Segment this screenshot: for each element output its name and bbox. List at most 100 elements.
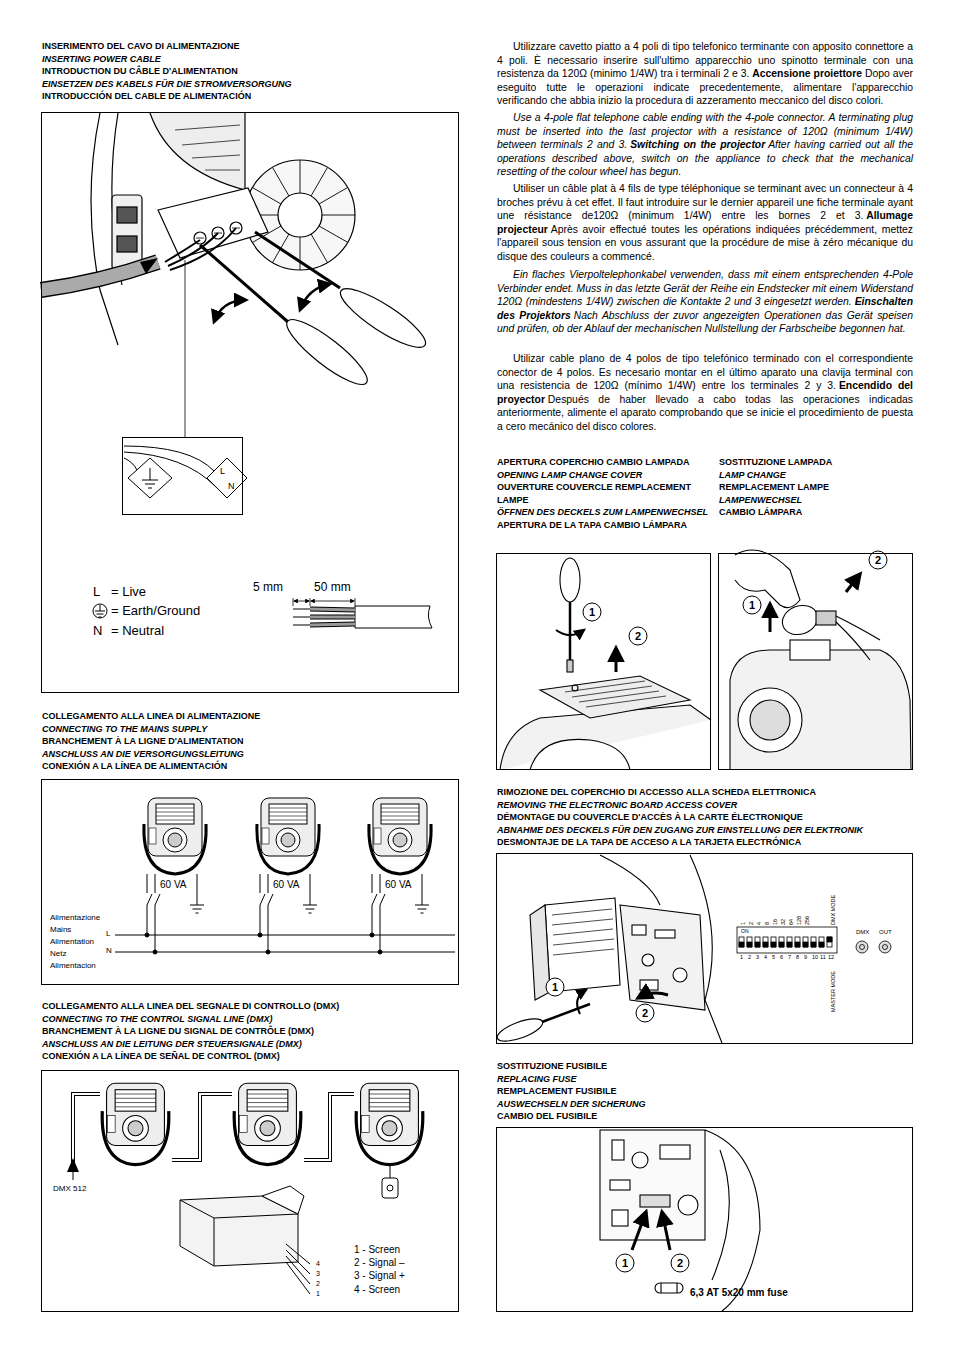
legend-text: N	[93, 624, 102, 639]
section-heading: INSERIMENTO DEL CAVO DI ALIMENTAZIONE	[42, 40, 468, 53]
board-cover-illustration	[642, 954, 654, 966]
dip-value: 2	[749, 922, 755, 925]
mains-label: Mains	[50, 925, 71, 934]
mains-wiring	[370, 933, 374, 937]
callout-number: 1	[743, 598, 761, 612]
dip-value: 8	[765, 922, 771, 925]
section-heading: APERTURA DE LA TAPA CAMBIO LÁMPARA	[497, 519, 720, 532]
section-heading: RIMOZIONE DEL COPERCHIO DI ACCESSO ALLA …	[497, 786, 922, 799]
switch-number: 3	[756, 954, 759, 960]
mains-label: Alimentazione	[50, 913, 100, 922]
callout-number: 1	[583, 605, 601, 619]
instruction-text: Après avoir effectué toutes les opératio…	[497, 224, 913, 262]
projector-illustration	[158, 188, 268, 258]
mains-wiring	[260, 874, 317, 952]
dmx-wiring	[387, 1185, 393, 1191]
pin-number: 2	[316, 1280, 320, 1288]
legend-text: = Live	[111, 585, 146, 600]
dip-value: 32	[781, 919, 787, 925]
power-rating: 60 VA	[160, 879, 187, 891]
power-rating: 60 VA	[385, 879, 412, 891]
fuse-illustration	[612, 1210, 628, 1226]
dmx-wiring	[73, 1172, 74, 1180]
heading-block: RIMOZIONE DEL COPERCHIO DI ACCESSO ALLA …	[497, 786, 922, 849]
cable-strip	[293, 598, 355, 606]
cable-strip	[293, 609, 310, 625]
dip-value: 4	[757, 922, 763, 925]
switch-number: 11	[820, 954, 826, 960]
connector-label: OUT	[879, 929, 892, 936]
fuse-illustration	[662, 1212, 670, 1250]
pin-label: 1 - Screen	[354, 1244, 400, 1256]
switch-number: 8	[796, 954, 799, 960]
board-cover-illustration	[495, 855, 722, 1046]
dip-value: 256	[805, 916, 811, 925]
board-cover-illustration	[673, 968, 687, 982]
cable-strip	[293, 598, 432, 628]
pin-label: 2 - Signal –	[354, 1257, 405, 1269]
section-heading: ABNAHME DES DECKELS FÜR DEN ZUGANG ZUR E…	[497, 824, 922, 837]
lamp-cover-illustration	[567, 660, 573, 672]
projector-illustration	[200, 245, 288, 322]
mains-label: Netz	[50, 949, 66, 958]
dmx-wiring	[180, 1200, 298, 1266]
pin-number: 1	[316, 1290, 320, 1298]
instruction-text: Después de haber llevado a cabo todas la…	[497, 394, 913, 432]
switch-number: 12	[828, 954, 834, 960]
projector-illustration	[165, 228, 236, 270]
lamp-cover-illustration	[615, 648, 618, 672]
switch-label: ON	[741, 929, 749, 935]
section-heading: INSERTING POWER CABLE	[42, 53, 468, 66]
callout-number: 2	[671, 1256, 689, 1270]
fuse-illustration	[660, 1145, 690, 1159]
section-heading: BRANCHEMENT À LA LIGNE D'ALIMENTATION	[42, 735, 468, 748]
section-heading: CONEXIÓN A LA LÍNEA DE ALIMENTACIÓN	[42, 760, 468, 773]
projector-illustration	[245, 160, 355, 270]
projector-illustration	[300, 284, 330, 310]
lamp-change-illustration	[816, 611, 836, 625]
connector-label: DMX	[856, 929, 869, 936]
section-heading: CONNECTING TO THE MAINS SUPPLY	[42, 723, 468, 736]
figure-frame: SOSTITUZIONE LAMPADALAMP CHANGEREMPLACEM…	[718, 553, 913, 770]
section-heading: COLLEGAMENTO ALLA LINEA DEL SEGNALE DI C…	[42, 1000, 468, 1013]
mains-wiring	[258, 933, 262, 937]
earth-symbol	[93, 604, 107, 618]
dmx-wiring	[73, 1094, 354, 1172]
heading-block: INSERIMENTO DEL CAVO DI ALIMENTAZIONEINS…	[42, 40, 468, 103]
section-heading: DESMONTAJE DE LA TAPA DE ACCESO A LA TAR…	[497, 836, 922, 849]
signal-label: DMX 512	[53, 1184, 86, 1193]
dmx-wiring	[67, 1083, 423, 1294]
projector-illustration	[140, 258, 158, 274]
callout-number: 2	[869, 553, 887, 567]
projector-illustration	[150, 113, 245, 190]
mains-wiring	[115, 798, 455, 954]
cable-strip	[294, 601, 309, 602]
power-rating: 60 VA	[273, 879, 300, 891]
callout-circle	[671, 1254, 689, 1272]
lamp-cover-illustration	[556, 630, 584, 635]
heading-block: COLLEGAMENTO ALLA LINEA DEL SEGNALE DI C…	[42, 1000, 468, 1063]
legend-text: = Earth/Ground	[111, 604, 200, 619]
board-cover-illustration	[620, 905, 705, 1010]
section-heading: REMOVING THE ELECTRONIC BOARD ACCESS COV…	[497, 799, 922, 812]
section-heading: COLLEGAMENTO ALLA LINEA DI ALIMENTAZIONE	[42, 710, 468, 723]
lamp-cover-illustration	[540, 676, 690, 718]
dip-value: 1	[741, 922, 747, 925]
pin-label: 4 - Screen	[354, 1284, 400, 1296]
lamp-change-illustration	[738, 688, 802, 752]
terminal-letter: N	[228, 481, 235, 491]
section-heading: BRANCHEMENT À LA LIGNE DU SIGNAL DE CONT…	[42, 1025, 468, 1038]
lamp-cover-illustration	[572, 685, 578, 691]
projector-illustration	[214, 300, 246, 322]
mains-wiring	[147, 874, 204, 952]
switch-number: 2	[748, 954, 751, 960]
dmx-wiring	[234, 1083, 301, 1164]
heading-block: APERTURA COPERCHIO CAMBIO LAMPADAOPENING…	[497, 456, 720, 532]
fuse-illustration	[632, 1212, 646, 1250]
section-heading: SOSTITUZIONE FUSIBILE	[497, 1060, 922, 1073]
figure-frame: SOSTITUZIONE FUSIBILEREPLACING FUSEREMPL…	[496, 1127, 913, 1312]
legend-text: L	[93, 585, 100, 600]
dip-switch	[879, 941, 891, 953]
callout-number: 1	[546, 980, 564, 994]
projector-illustration	[185, 260, 186, 437]
